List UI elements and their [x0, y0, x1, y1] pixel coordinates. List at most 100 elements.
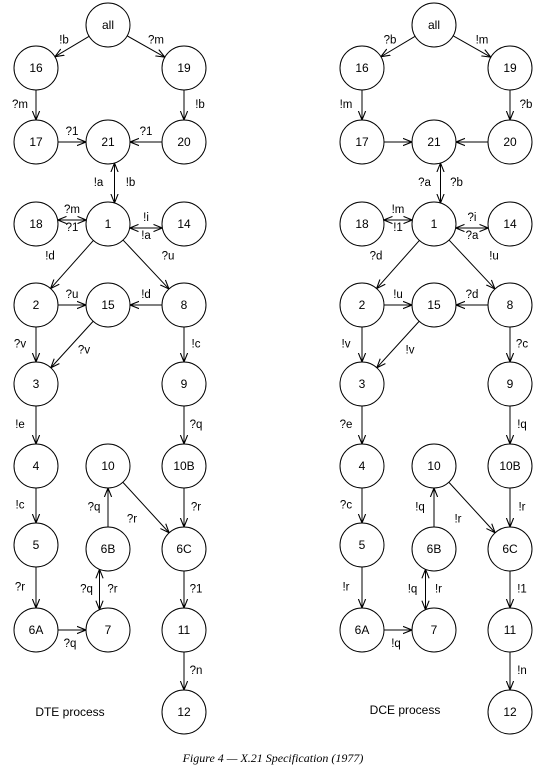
edge-4-to-5: !c — [16, 488, 36, 523]
state-label-7: 7 — [105, 623, 112, 637]
state-label-10: 10 — [101, 459, 115, 473]
state-node-19: 19 — [487, 45, 533, 91]
state-label-10b: 10B — [173, 459, 194, 473]
state-circle-20 — [161, 119, 207, 165]
state-circle-8 — [161, 282, 207, 328]
edge-6b-to-10: !q — [415, 488, 434, 527]
edge-2-to-3: !v — [342, 327, 362, 362]
state-circle-6c — [161, 526, 207, 572]
edge-line-all-to-19 — [126, 35, 165, 57]
state-circle-10b — [487, 443, 533, 489]
state-node-15: 15 — [411, 282, 457, 328]
state-node-20: 20 — [487, 119, 533, 165]
edge-line-1-to-2 — [377, 240, 420, 288]
edge-9-to-10b: ?q — [184, 406, 202, 444]
state-label-6a: 6A — [29, 623, 44, 637]
state-circle-6c — [487, 526, 533, 572]
edge-19-to-20: !b — [184, 90, 205, 120]
edge-16-to-17: !m — [340, 90, 362, 120]
state-circle-10 — [85, 443, 131, 489]
state-label-17: 17 — [29, 135, 43, 149]
edge-3-to-4: !e — [15, 406, 36, 444]
edge-10b-to-6c: ?r — [184, 488, 201, 527]
state-circle-17 — [339, 119, 385, 165]
state-circle-19 — [161, 45, 207, 91]
edge-1-to-8: !u — [448, 239, 499, 289]
state-node-12: 12 — [487, 689, 533, 735]
state-node-6a: 6A — [339, 607, 385, 653]
edge-line-10-to-6c — [122, 481, 169, 533]
state-label-5: 5 — [359, 538, 366, 552]
state-node-10: 10 — [411, 443, 457, 489]
edge-label-16-to-17: !m — [340, 99, 353, 111]
edge-label-11-to-12: !n — [517, 665, 527, 677]
edge-label-6a-to-7: ?q — [64, 638, 77, 650]
edge-label-1-to-18: ?m — [64, 204, 80, 216]
state-node-11: 11 — [487, 607, 533, 653]
edge-label-14-to-1: !a — [141, 230, 151, 242]
edge-label-10-to-6c: !r — [454, 514, 461, 526]
edge-6c-to-11: !1 — [510, 571, 527, 608]
edge-5-to-6a: ?r — [15, 567, 36, 608]
state-circle-6a — [13, 607, 59, 653]
state-label-21: 21 — [101, 135, 115, 149]
state-node-9: 9 — [161, 361, 207, 407]
edge-label-6c-to-11: !1 — [517, 584, 527, 596]
state-circle-19 — [487, 45, 533, 91]
state-node-10b: 10B — [487, 443, 533, 489]
state-circle-11 — [161, 607, 207, 653]
edge-label-15-to-3: !v — [406, 345, 415, 357]
edge-label-1-to-18: !m — [392, 204, 405, 216]
state-circle-6b — [85, 526, 131, 572]
edge-11-to-12: ?n — [184, 652, 202, 690]
state-node-14: 14 — [487, 201, 533, 247]
edge-6b-to-7: !q — [408, 569, 426, 610]
edge-label-19-to-20: ?b — [520, 99, 533, 111]
edge-line-1-to-2 — [51, 240, 94, 288]
dte-process-panel: !b?m?m!b?1?1!a!b?m?1!i!a!d?u?u!d?v?v!c!e… — [12, 2, 207, 735]
state-node-15: 15 — [85, 282, 131, 328]
edge-label-2-to-15: !u — [393, 289, 403, 301]
edge-2-to-15: !u — [384, 289, 412, 305]
state-circle-17 — [13, 119, 59, 165]
figure-caption: Figure 4 — X.21 Specification (1977) — [182, 751, 364, 765]
edge-14-to-1: !a — [129, 228, 163, 242]
edge-label-10b-to-6c: ?r — [191, 502, 201, 514]
state-node-5: 5 — [339, 522, 385, 568]
edge-15-to-3: ?v — [51, 320, 94, 367]
state-label-15: 15 — [101, 298, 115, 312]
edge-label-1-to-2: !d — [45, 251, 55, 263]
state-circle-3 — [13, 361, 59, 407]
state-label-7: 7 — [431, 623, 438, 637]
edge-line-1-to-8 — [448, 239, 495, 289]
state-node-21: 21 — [411, 119, 457, 165]
dce-process-panel: ?b!m!m?b?a?b!m!1?i?a?d!u!u?d!v!v?c?e!q?c… — [339, 2, 533, 735]
edge-17-to-21: ?1 — [58, 126, 86, 142]
state-circle-6b — [411, 526, 457, 572]
state-label-9: 9 — [181, 377, 188, 391]
state-node-6b: 6B — [411, 526, 457, 572]
edge-label-5-to-6a: !r — [342, 582, 349, 594]
edge-line-all-to-19 — [452, 35, 491, 57]
state-circle-18 — [339, 201, 385, 247]
edge-1-to-18: !m — [383, 204, 413, 220]
state-label-15: 15 — [427, 298, 441, 312]
edge-label-5-to-6a: ?r — [15, 582, 25, 594]
state-circle-14 — [487, 201, 533, 247]
state-circle-14 — [161, 201, 207, 247]
state-circle-3 — [339, 361, 385, 407]
edge-label-1-to-8: !u — [489, 251, 499, 263]
state-label-21: 21 — [427, 135, 441, 149]
state-circle-9 — [487, 361, 533, 407]
edge-label-8-to-15: !d — [141, 289, 151, 301]
state-circle-6a — [339, 607, 385, 653]
edge-label-7-to-6b: !r — [435, 584, 442, 596]
state-label-4: 4 — [33, 459, 40, 473]
state-circle-7 — [411, 607, 457, 653]
state-label-6b: 6B — [427, 542, 442, 556]
state-label-all: all — [428, 18, 440, 32]
state-node-all: all — [411, 2, 457, 48]
state-circle-7 — [85, 607, 131, 653]
state-label-8: 8 — [507, 298, 514, 312]
edge-6a-to-7: !q — [384, 630, 412, 650]
